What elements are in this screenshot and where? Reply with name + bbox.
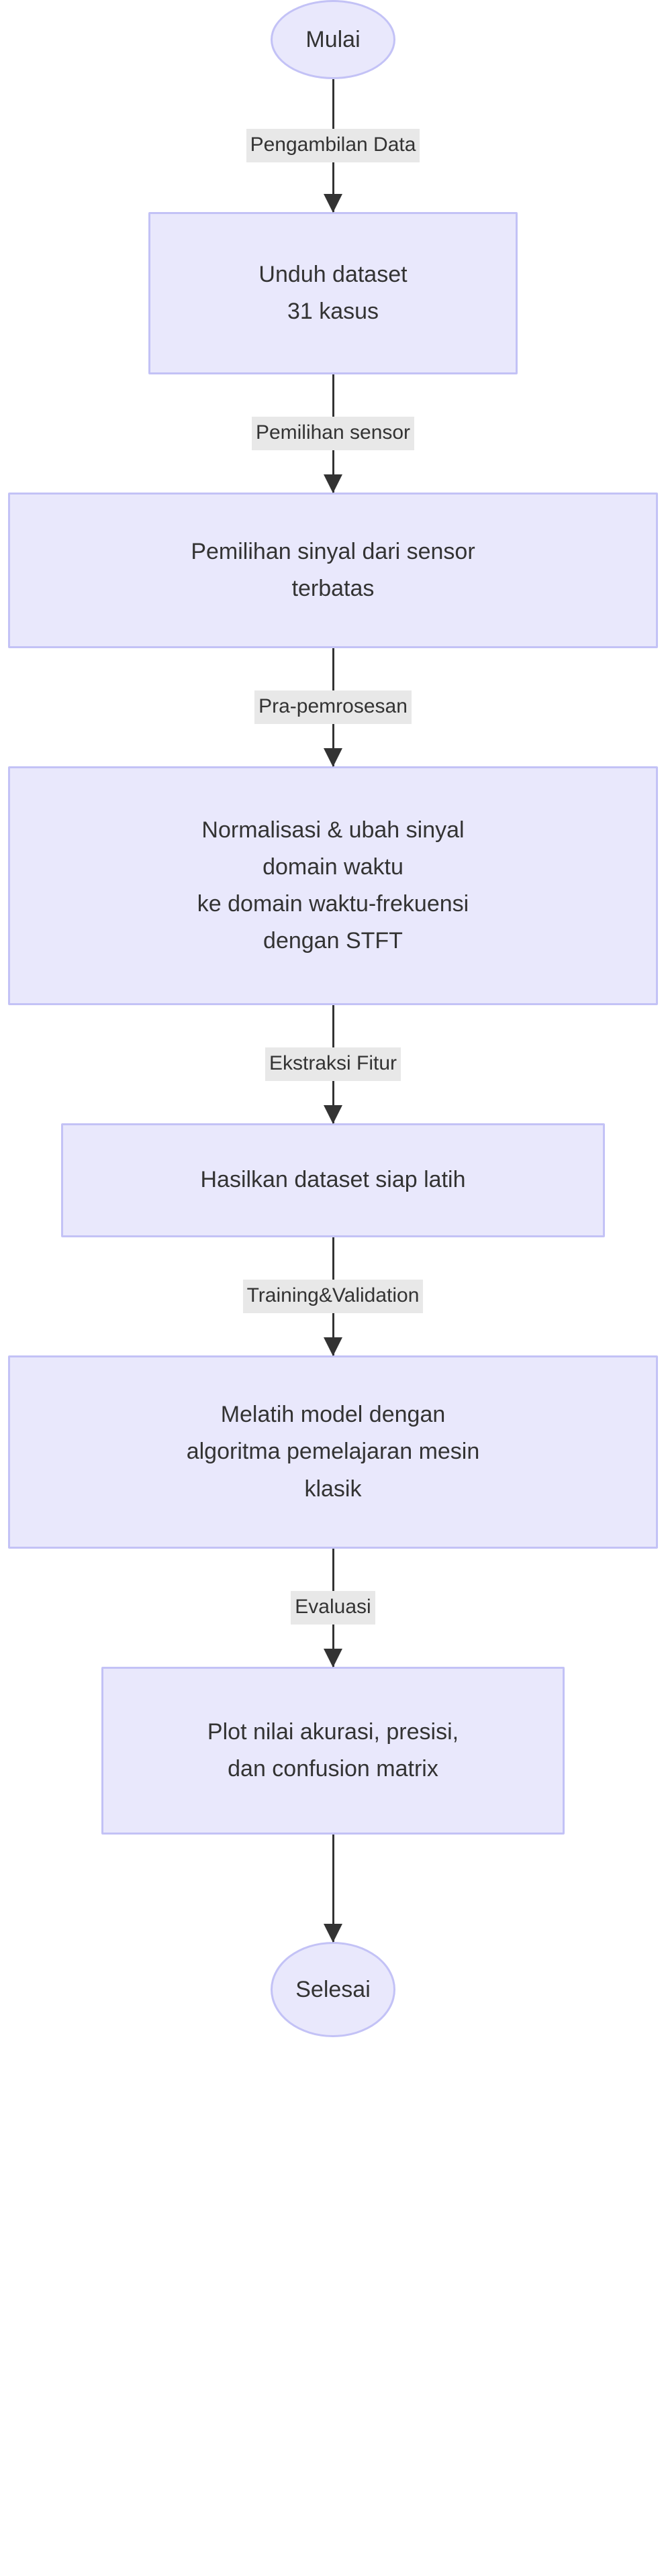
edge-label-evaluasi: Evaluasi	[291, 1591, 375, 1625]
node-unduh-dataset[interactable]: Unduh dataset 31 kasus	[148, 212, 518, 374]
edge-unduh-to-pemilihan: Pemilihan sensor	[0, 374, 666, 493]
node-plot-metrik[interactable]: Plot nilai akurasi, presisi, dan confusi…	[101, 1667, 565, 1835]
node-start-mulai[interactable]: Mulai	[271, 0, 395, 79]
node-label: Normalisasi & ubah sinyal domain waktu k…	[197, 817, 469, 954]
node-pemilihan-sinyal[interactable]: Pemilihan sinyal dari sensor terbatas	[8, 493, 658, 648]
arrowhead-icon	[324, 194, 342, 213]
arrowhead-icon	[324, 1649, 342, 1667]
arrowhead-icon	[324, 1924, 342, 1943]
node-melatih-model[interactable]: Melatih model dengan algoritma pemelajar…	[8, 1355, 658, 1549]
edge-normalisasi-to-hasilkan: Ekstraksi Fitur	[0, 1005, 666, 1124]
node-label: Pemilihan sinyal dari sensor terbatas	[191, 538, 475, 601]
edge-melatih-to-plot: Evaluasi	[0, 1549, 666, 1667]
node-normalisasi-stft[interactable]: Normalisasi & ubah sinyal domain waktu k…	[8, 766, 658, 1005]
edge-label-ekstraksi-fitur: Ekstraksi Fitur	[265, 1047, 401, 1081]
edge-label-pra-pemrosesan: Pra-pemrosesan	[254, 690, 412, 724]
node-end-selesai[interactable]: Selesai	[271, 1942, 395, 2037]
node-label: Melatih model dengan algoritma pemelajar…	[186, 1402, 480, 1502]
edge-mulai-to-unduh: Pengambilan Data	[0, 79, 666, 213]
node-label: Hasilkan dataset siap latih	[200, 1167, 466, 1193]
edge-label-training-validation: Training&Validation	[242, 1280, 424, 1313]
edge-hasilkan-to-melatih: Training&Validation	[0, 1237, 666, 1356]
edge-line	[332, 1835, 334, 1942]
node-label: Unduh dataset 31 kasus	[258, 261, 408, 324]
edge-label-pengambilan-data: Pengambilan Data	[246, 129, 420, 162]
arrowhead-icon	[324, 1105, 342, 1124]
node-hasilkan-dataset[interactable]: Hasilkan dataset siap latih	[61, 1123, 605, 1237]
node-label: Mulai	[305, 26, 361, 52]
arrowhead-icon	[324, 748, 342, 767]
node-label: Plot nilai akurasi, presisi, dan confusi…	[207, 1718, 459, 1782]
edge-plot-to-selesai	[0, 1835, 666, 1943]
arrowhead-icon	[324, 474, 342, 493]
flowchart-column: Mulai Pengambilan Data Unduh dataset 31 …	[0, 0, 666, 2037]
arrowhead-icon	[324, 1337, 342, 1356]
node-label: Selesai	[295, 1976, 371, 2002]
edge-pemilihan-to-normalisasi: Pra-pemrosesan	[0, 648, 666, 767]
edge-label-pemilihan-sensor: Pemilihan sensor	[251, 417, 415, 450]
